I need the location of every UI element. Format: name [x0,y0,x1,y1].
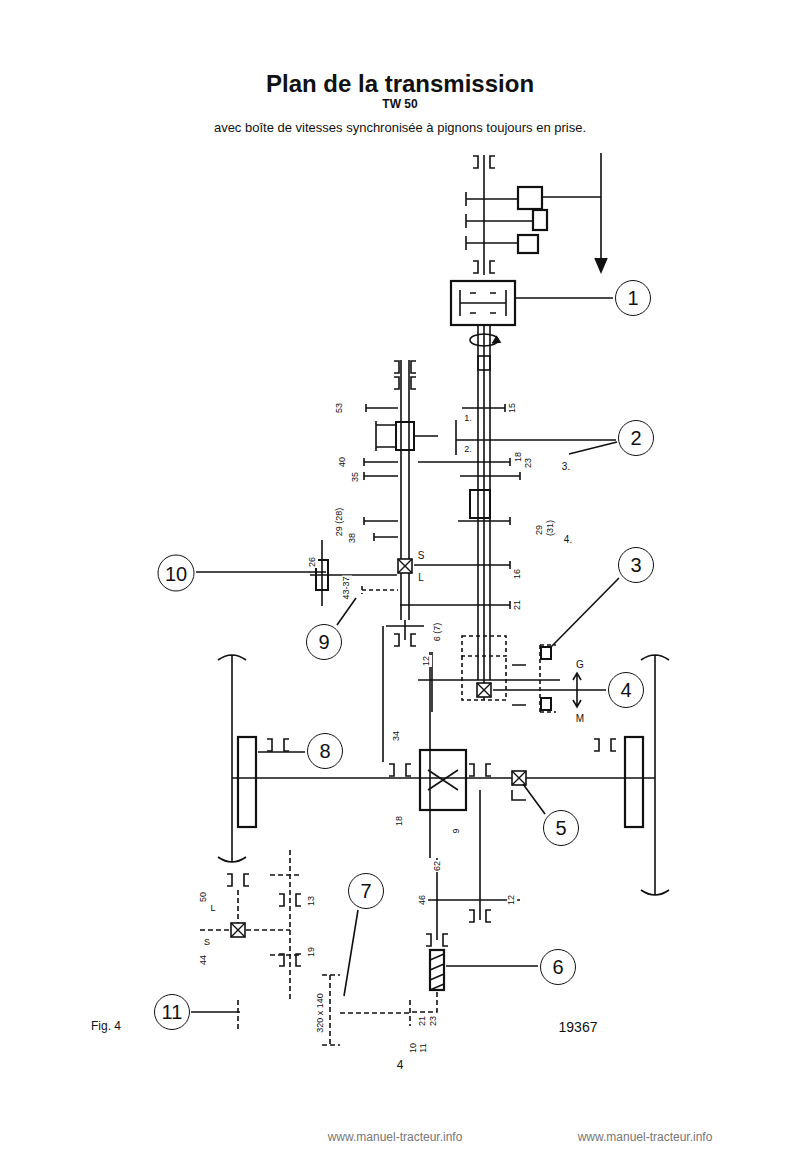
page-title: Plan de la transmission [265,71,535,97]
tooth-count: 10 [409,1042,419,1054]
tooth-count: 11 [419,1042,429,1053]
tooth-count: S [417,550,426,561]
tooth-count: 26 [308,556,318,568]
tooth-count: 29 [535,524,545,536]
tooth-count: 23 [429,1015,439,1027]
callout-circle: 10 [158,555,195,592]
callout-circle: 5 [543,810,579,846]
tooth-count: 320 x 140 [316,992,326,1034]
page-number: 4 [396,1059,405,1072]
tooth-count: 29 (28) [335,507,345,538]
subtitle: avec boîte de vitesses synchronisée à pi… [213,121,587,135]
callout-number: 4 [620,680,631,700]
callout-number: 2 [630,428,641,448]
tooth-count: 3. [561,461,571,472]
tooth-count: 18 [514,451,524,463]
tooth-count: 16 [513,568,523,580]
tooth-count: 12 [422,655,432,667]
callout-number: 11 [162,1002,183,1022]
callout-number: 7 [360,881,371,901]
tooth-count: L [209,904,216,914]
drawing-number: 19367 [558,1020,599,1035]
tooth-count: M [575,713,585,724]
callout-circle: 1 [615,280,651,316]
tooth-count: 12 [507,894,517,906]
callout-circle: 6 [540,949,576,985]
tooth-count: (31) [546,519,556,537]
tooth-count: 46 [418,894,428,906]
callout-number: 10 [165,563,187,583]
callout-circle: 8 [307,733,343,769]
tooth-count: 18 [395,815,405,827]
tooth-count: 2. [463,445,473,455]
callout-circle: 7 [348,873,384,909]
tooth-count: 35 [351,471,361,483]
tooth-count: 21 [513,599,523,611]
model-name: TW 50 [381,98,418,111]
tooth-count: 50 [199,891,209,903]
callout-circle: 9 [306,624,342,660]
tooth-count: 13 [307,895,317,907]
callout-circle: 4 [608,672,644,708]
tooth-count: 9 [452,827,462,834]
tooth-count: 1. [463,414,473,424]
tooth-count: 38 [348,532,358,544]
watermark: www.manuel-tracteur.info [327,1131,464,1144]
tooth-count: 43-37 [342,575,352,600]
callout-circle: 11 [154,994,190,1030]
tooth-count: 53 [335,402,345,414]
callout-number: 1 [627,288,638,308]
tooth-count: S [203,938,211,948]
tooth-count: 21 [418,1015,428,1027]
tooth-count: 44 [199,954,209,966]
tooth-count: 15 [508,402,518,414]
tooth-count: 62 [433,860,443,872]
tooth-count: 40 [338,456,348,468]
callout-number: 3 [630,555,641,575]
callout-number: 6 [552,957,563,977]
tooth-count: 34 [392,730,402,742]
tooth-count: G [575,659,585,670]
watermark: www.manuel-tracteur.info [577,1131,714,1144]
callout-circle: 2 [618,420,654,456]
tooth-count: 19 [307,946,317,958]
callout-number: 8 [319,741,330,761]
callout-circle: 3 [618,547,654,583]
tooth-count: 4. [563,534,573,545]
tooth-count: 23 [524,457,534,469]
tooth-count: L [417,572,425,583]
figure-number: Fig. 4 [90,1020,122,1033]
callout-number: 5 [555,818,566,838]
tooth-count: 6 (7) [433,622,443,643]
callout-number: 9 [318,632,329,652]
